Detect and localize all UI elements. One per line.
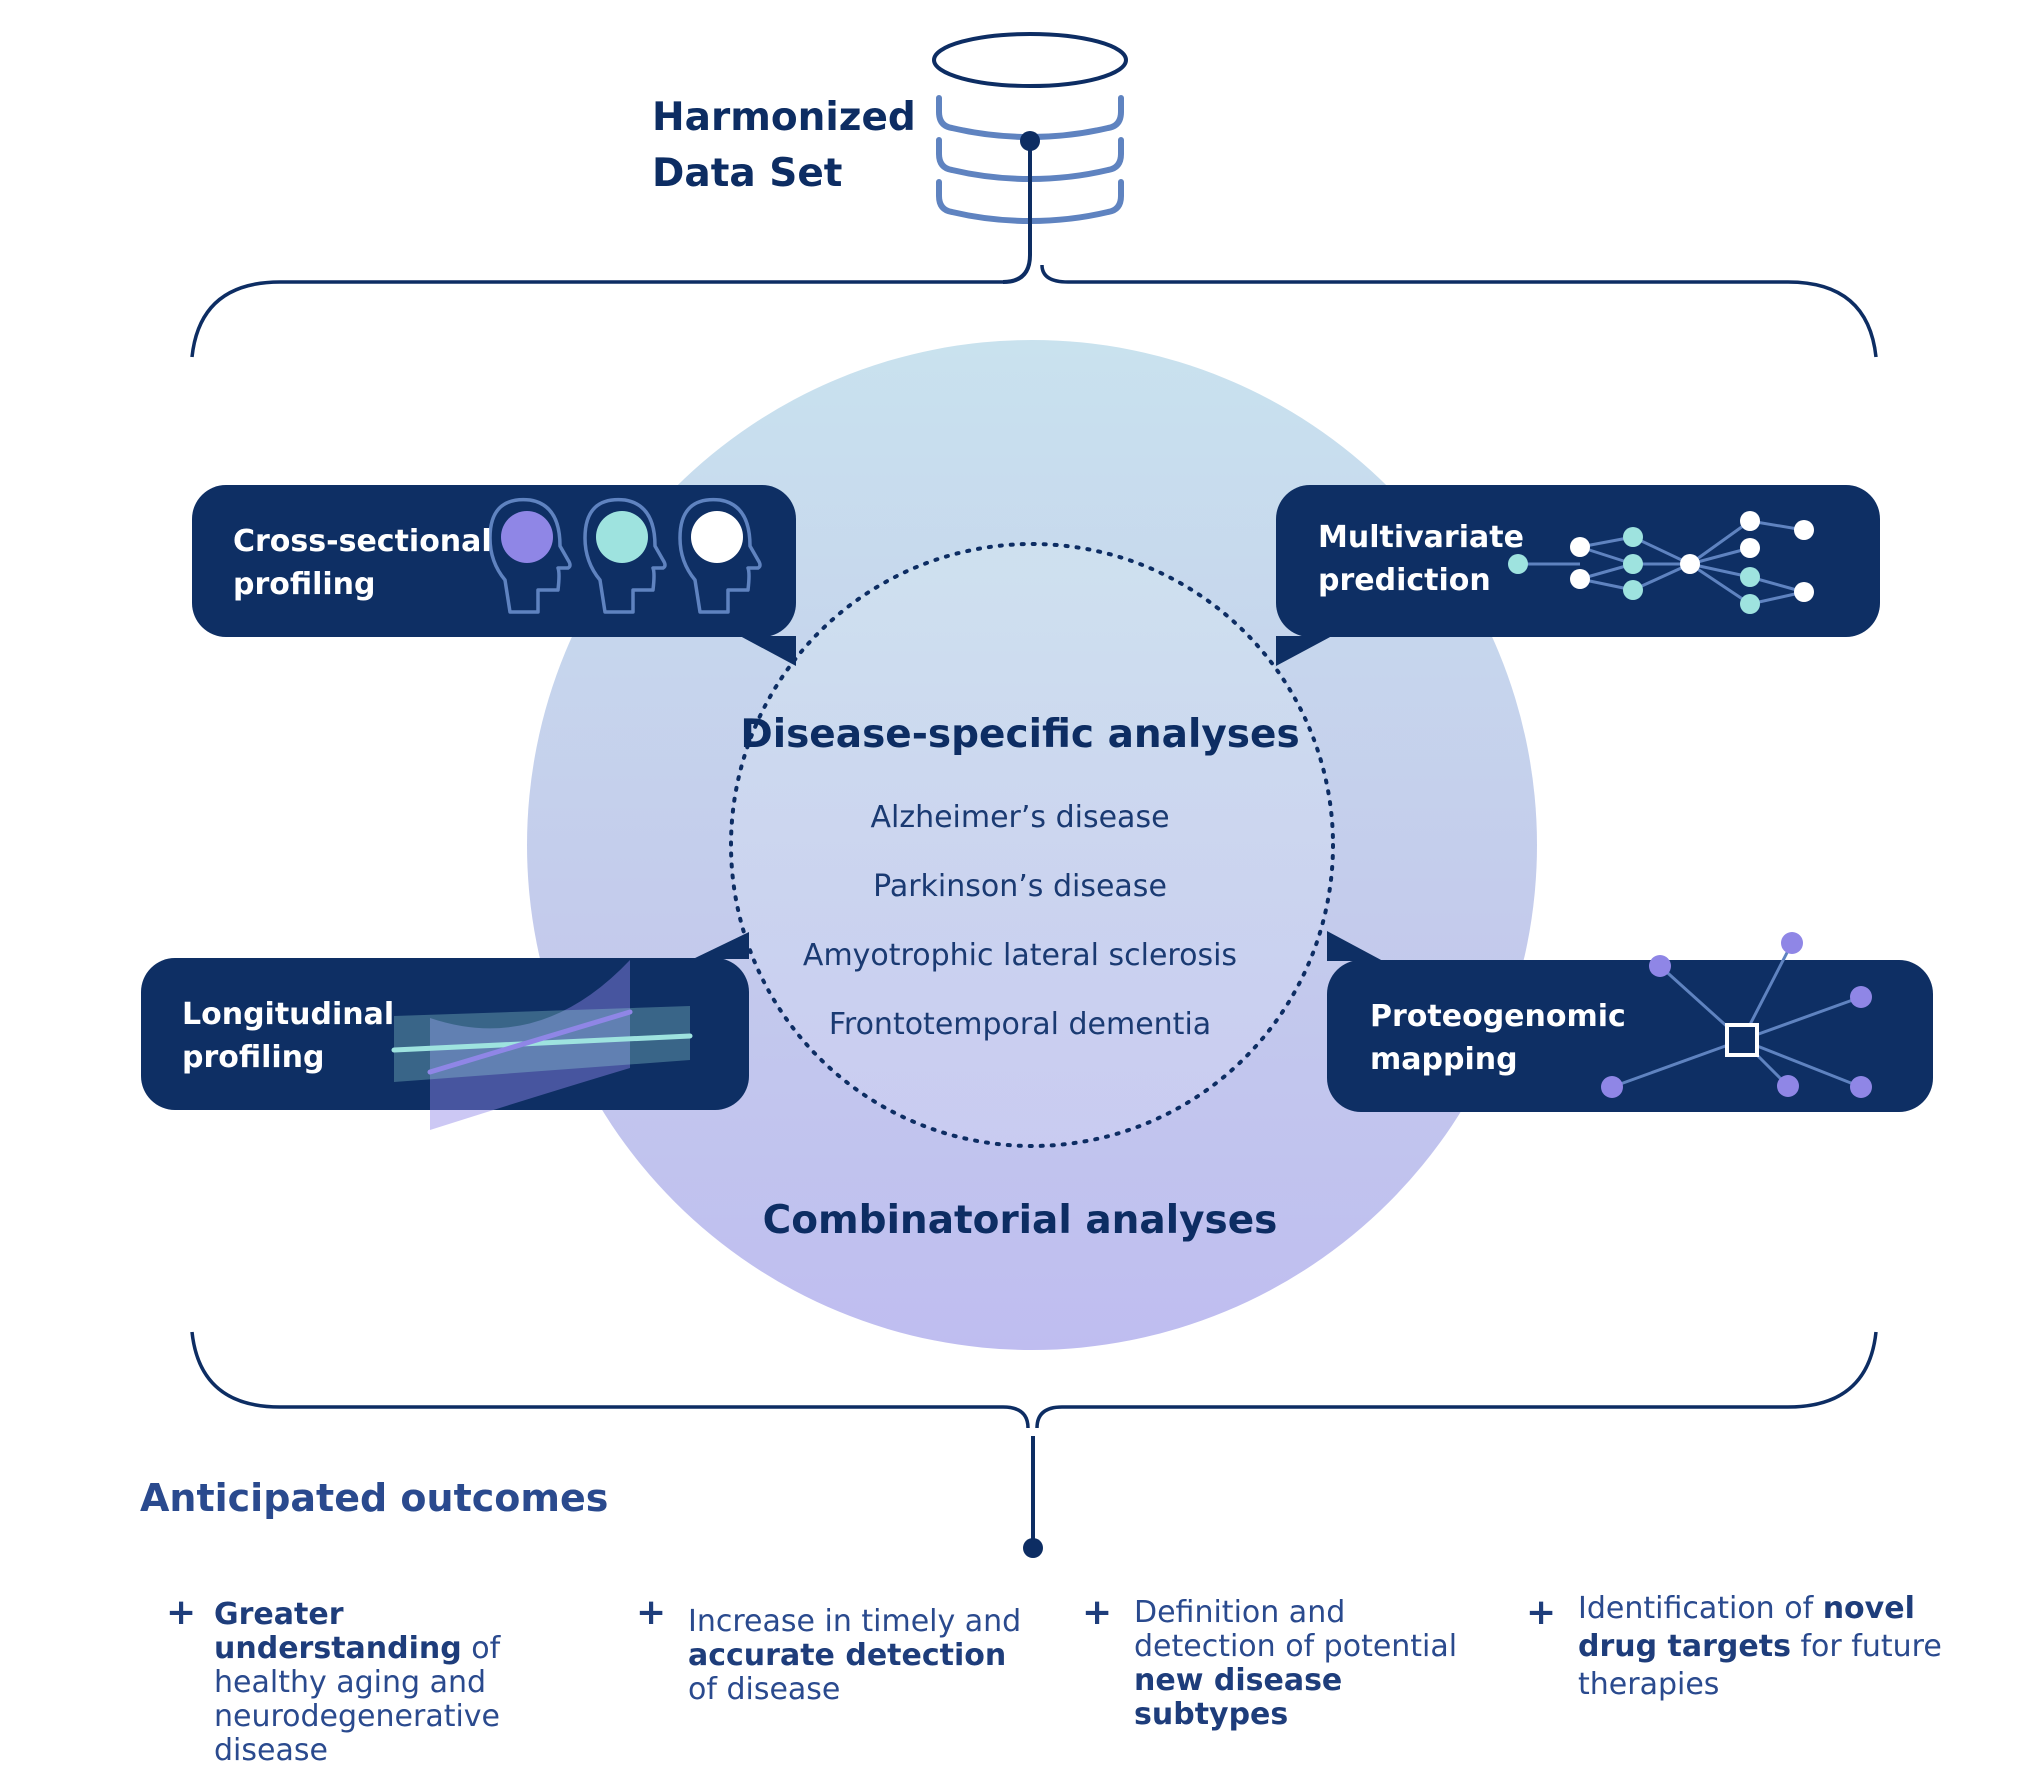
card-title-line: Proteogenomic [1370,999,1626,1034]
outcome-strong: new disease subtypes [1134,1663,1343,1732]
plus-icon: + [636,1592,667,1633]
database-title-line2: Data Set [652,151,843,196]
top-brace [190,264,1878,358]
connector-dot-bottom [1023,1538,1043,1558]
card-title-proteogenomic: Proteogenomic mapping [1370,995,1626,1081]
head-marker-teal [596,511,648,563]
card-title-line: prediction [1318,563,1491,598]
disease-item: Frontotemporal dementia [828,1007,1212,1042]
combinatorial-title: Combinatorial analyses [762,1198,1278,1243]
card-title-line: profiling [182,1040,325,1075]
outcome-text: of disease [688,1672,841,1707]
card-multivariate [1276,485,1880,666]
outcome-text: for future therapies [1578,1629,1942,1702]
longitudinal-trend-icon [391,960,693,1130]
outcome-item: Identification of novel drug targets for… [1578,1590,1958,1704]
outcome-item: Definition and detection of potential ne… [1134,1596,1494,1732]
database-title-line1: Harmonized [652,95,916,140]
card-title-multivariate: Multivariate prediction [1318,516,1524,602]
disease-item: Amyotrophic lateral sclerosis [802,938,1238,973]
neural-network-icon [1508,511,1814,614]
outcome-text: Identification of [1578,1591,1814,1626]
disease-specific-title: Disease-specific analyses [740,712,1300,757]
plus-icon: + [1526,1592,1557,1633]
bottom-brace [190,1331,1878,1429]
card-title-line: Cross-sectional [233,524,492,559]
card-longitudinal [141,932,749,1110]
outcome-text: Definition and detection of potential [1134,1595,1458,1664]
outcome-strong: accurate detection [688,1638,1007,1673]
database-title: Harmonized Data Set [652,90,916,202]
card-title-line: Longitudinal [182,997,395,1032]
card-title-line: profiling [233,567,376,602]
heads-icon [488,497,762,614]
head-marker-white [691,511,743,563]
disease-item: Alzheimer’s disease [870,800,1170,835]
card-title-longitudinal: Longitudinal profiling [182,993,394,1079]
outcome-strong: Greater understanding [214,1597,462,1666]
card-title-line: Multivariate [1318,520,1524,555]
connector-line-top [1002,141,1032,284]
network-map-icon [1601,932,1872,1098]
disease-specific-circle [729,542,1335,1148]
card-title-line: mapping [1370,1042,1518,1077]
outcome-text: Increase in timely and [688,1604,1022,1639]
outcome-item: Greater understanding of healthy aging a… [214,1598,584,1768]
plus-icon: + [166,1592,197,1633]
outcome-item: Increase in timely and accurate detectio… [688,1605,1028,1707]
card-proteogenomic [1327,931,1933,1112]
disease-item: Parkinson’s disease [873,869,1167,904]
head-marker-purple [501,511,553,563]
card-title-cross-sectional: Cross-sectional profiling [233,520,492,606]
outcomes-title: Anticipated outcomes [140,1476,609,1520]
outcome-strong: novel drug targets [1578,1591,1915,1664]
plus-icon: + [1082,1592,1113,1633]
